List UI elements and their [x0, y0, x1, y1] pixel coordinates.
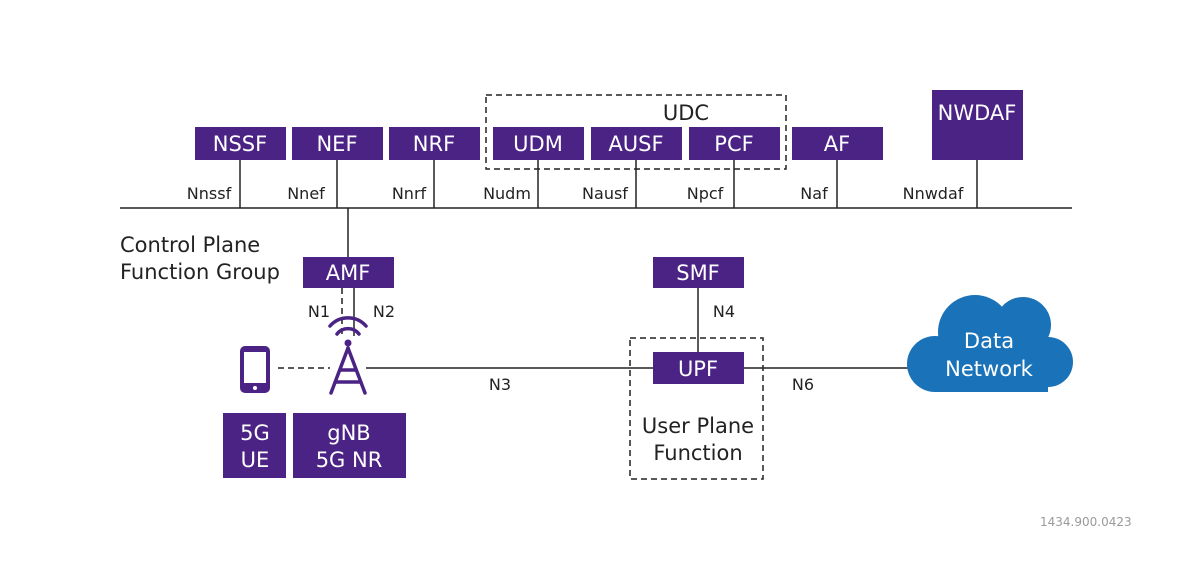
- control-plane-group-line1: Control Plane: [120, 233, 260, 257]
- nnssf-label: Nnssf: [187, 184, 232, 203]
- data-network-line1: Data: [964, 329, 1014, 353]
- upf-node: UPF: [653, 352, 744, 384]
- nnwdaf-label: Nnwdaf: [903, 184, 964, 203]
- nssf-node: NSSF: [195, 127, 286, 160]
- smf-node: SMF: [653, 257, 744, 288]
- npcf-label: Npcf: [687, 184, 724, 203]
- nudm-label: Nudm: [483, 184, 531, 203]
- af-label: AF: [824, 132, 850, 156]
- phone-icon: [240, 346, 270, 393]
- document-reference: 1434.900.0423: [1040, 515, 1132, 529]
- ue-box: 5G UE: [223, 413, 286, 478]
- cloud-icon: [907, 295, 1073, 392]
- n1-label: N1: [308, 302, 330, 321]
- nrf-label: NRF: [413, 132, 455, 156]
- n6-label: N6: [792, 375, 814, 394]
- n2-label: N2: [373, 302, 395, 321]
- naf-label: Naf: [800, 184, 828, 203]
- user-plane-group-border: [629, 337, 764, 480]
- ausf-node: AUSF: [591, 127, 682, 160]
- ue-box-line1: 5G: [240, 421, 270, 445]
- control-plane-group-line2: Function Group: [120, 260, 280, 284]
- user-plane-group-line1: User Plane: [642, 414, 754, 438]
- upf-label: UPF: [678, 357, 718, 381]
- nrf-node: NRF: [389, 127, 480, 160]
- pcf-label: PCF: [714, 132, 753, 156]
- nwdaf-node: NWDAF: [932, 90, 1023, 160]
- n3-label: N3: [489, 375, 511, 394]
- nnrf-label: Nnrf: [392, 184, 427, 203]
- nssf-label: NSSF: [213, 132, 267, 156]
- ausf-label: AUSF: [608, 132, 663, 156]
- data-network-line2: Network: [945, 357, 1034, 381]
- nef-label: NEF: [316, 132, 357, 156]
- user-plane-group-line2: Function: [653, 441, 742, 465]
- nausf-label: Nausf: [582, 184, 628, 203]
- nwdaf-label: NWDAF: [938, 101, 1017, 125]
- smf-label: SMF: [676, 261, 720, 285]
- amf-label: AMF: [326, 261, 371, 285]
- gnb-box-line2: 5G NR: [316, 448, 383, 472]
- n4-label: N4: [713, 302, 735, 321]
- nnef-label: Nnef: [287, 184, 325, 203]
- ue-box-line2: UE: [241, 448, 270, 472]
- nef-node: NEF: [292, 127, 383, 160]
- pcf-node: PCF: [689, 127, 780, 160]
- af-node: AF: [792, 127, 883, 160]
- gnb-box: gNB 5G NR: [293, 413, 406, 478]
- antenna-tower-icon: [328, 316, 368, 395]
- udm-label: UDM: [513, 132, 563, 156]
- udc-label: UDC: [663, 101, 709, 125]
- udm-node: UDM: [493, 127, 584, 160]
- gnb-box-line1: gNB: [327, 421, 370, 445]
- amf-node: AMF: [303, 257, 394, 288]
